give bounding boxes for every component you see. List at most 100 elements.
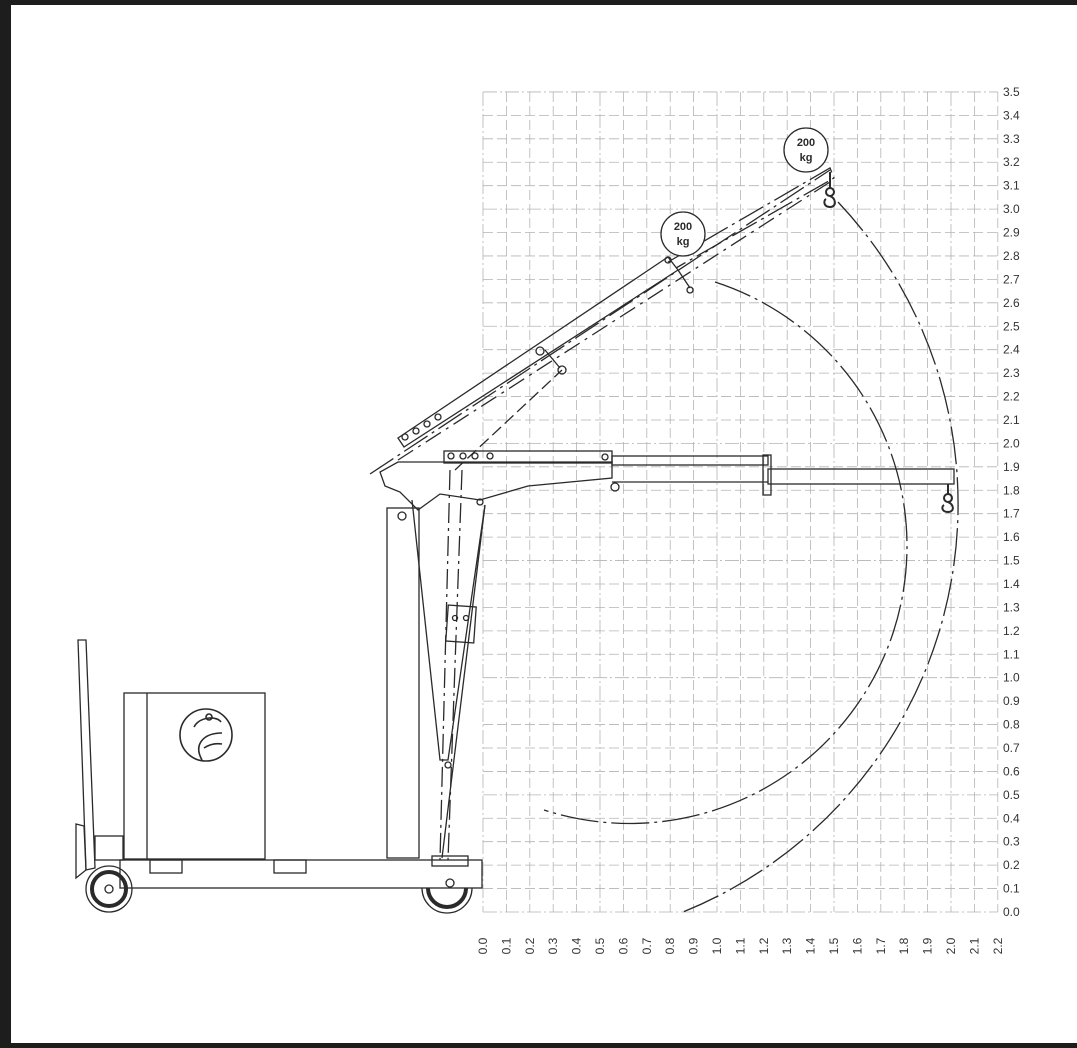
y-tick-label: 0.0 bbox=[1003, 905, 1020, 919]
y-tick-label: 0.5 bbox=[1003, 788, 1020, 802]
drawing-sheet: 0.0 0.1 0.2 0.3 0.4 0.5 0.6 0.7 0.8 0.9 1.0 1.1 1.2 1… bbox=[11, 5, 1077, 1043]
crane-reach-diagram: 0.0 0.1 0.2 0.3 0.4 0.5 0.6 0.7 0.8 0.9 1.0 1.1 1.2 1… bbox=[75, 85, 1020, 954]
x-tick-label: 0.6 bbox=[616, 937, 630, 954]
load-value: 200 bbox=[797, 137, 815, 149]
y-tick-label: 3.0 bbox=[1003, 202, 1020, 216]
y-tick-label: 1.4 bbox=[1003, 577, 1020, 591]
boom-horizontal-pin bbox=[610, 482, 620, 492]
hook-raised-icon bbox=[823, 172, 836, 209]
x-tick-label: 1.6 bbox=[850, 937, 864, 954]
mast-pivot bbox=[397, 511, 407, 521]
x-tick-label: 1.8 bbox=[897, 937, 911, 954]
y-tick-label: 0.6 bbox=[1003, 764, 1020, 778]
y-tick-label: 2.4 bbox=[1003, 343, 1020, 357]
boom-horizontal-pin bbox=[476, 498, 484, 506]
boom-raised-dashline bbox=[369, 169, 831, 475]
y-tick-label: 0.1 bbox=[1003, 882, 1020, 896]
mast-column bbox=[386, 507, 420, 859]
boom-horizontal-body bbox=[379, 461, 613, 511]
x-tick-label: 1.2 bbox=[757, 937, 771, 954]
y-tick-label: 0.2 bbox=[1003, 858, 1020, 872]
y-tick-label: 2.8 bbox=[1003, 249, 1020, 263]
chassis-pad bbox=[149, 859, 183, 874]
handle-bracket bbox=[75, 823, 87, 880]
x-tick-label: 1.1 bbox=[733, 937, 747, 954]
x-tick-label: 0.3 bbox=[546, 937, 560, 954]
x-tick-label: 0.8 bbox=[663, 937, 677, 954]
boom-horizontal-clamp bbox=[762, 454, 772, 496]
y-tick-label: 0.7 bbox=[1003, 741, 1020, 755]
x-tick-label: 1.5 bbox=[827, 937, 841, 954]
boom-raised-pin bbox=[434, 413, 442, 421]
rear-wheel-icon bbox=[85, 865, 133, 913]
y-tick-label: 3.2 bbox=[1003, 155, 1020, 169]
front-wheel-icon bbox=[421, 878, 473, 914]
y-tick-label: 2.5 bbox=[1003, 319, 1020, 333]
lift-cylinder-body bbox=[411, 499, 486, 761]
x-tick-label: 0.2 bbox=[523, 937, 537, 954]
y-tick-label: 0.4 bbox=[1003, 811, 1020, 825]
boom-raised-pin bbox=[535, 346, 545, 356]
mast-brace bbox=[441, 504, 486, 859]
boom-raised-dashline-lower bbox=[397, 181, 831, 461]
boom-horizontal-pin bbox=[471, 452, 479, 460]
x-tick-label: 2.0 bbox=[944, 937, 958, 954]
crane-chassis bbox=[75, 639, 483, 889]
boom-raised-extension bbox=[667, 167, 835, 269]
y-tick-label: 1.9 bbox=[1003, 460, 1020, 474]
boom-raised-pin bbox=[557, 365, 567, 375]
boom-raised-pin bbox=[401, 433, 409, 441]
x-tick-label: 1.0 bbox=[710, 937, 724, 954]
y-tick-label: 1.3 bbox=[1003, 600, 1020, 614]
y-tick-label: 0.3 bbox=[1003, 835, 1020, 849]
y-axis-tick-labels: 0.00.10.20.30.40.50.60.70.80.91.01.11.21… bbox=[1003, 85, 1020, 919]
load-unit: kg bbox=[800, 152, 813, 164]
x-tick-label: 0.5 bbox=[593, 937, 607, 954]
reach-grid bbox=[482, 91, 999, 913]
x-tick-label: 1.7 bbox=[874, 937, 888, 954]
y-tick-label: 1.8 bbox=[1003, 483, 1020, 497]
chassis-pad bbox=[273, 859, 307, 874]
x-tick-label: 0.7 bbox=[640, 937, 654, 954]
y-tick-label: 2.7 bbox=[1003, 272, 1020, 286]
load-tag-retracted: 200 kg bbox=[660, 211, 706, 257]
x-tick-label: 0.1 bbox=[499, 937, 513, 954]
boom-raised bbox=[369, 167, 835, 475]
reach-arc-retracted bbox=[543, 281, 908, 825]
y-tick-label: 3.3 bbox=[1003, 132, 1020, 146]
y-tick-label: 1.6 bbox=[1003, 530, 1020, 544]
x-tick-label: 1.4 bbox=[804, 937, 818, 954]
x-tick-label: 2.2 bbox=[991, 937, 1005, 954]
x-tick-label: 0.4 bbox=[570, 937, 584, 954]
y-tick-label: 3.5 bbox=[1003, 85, 1020, 99]
y-tick-label: 2.6 bbox=[1003, 296, 1020, 310]
y-tick-label: 2.0 bbox=[1003, 436, 1020, 450]
x-tick-label: 1.3 bbox=[780, 937, 794, 954]
lift-cylinder-pin bbox=[462, 614, 470, 622]
brand-logo-icon bbox=[179, 708, 233, 762]
x-tick-label: 0.0 bbox=[476, 937, 490, 954]
front-wheel-housing bbox=[431, 855, 469, 867]
x-tick-label: 1.9 bbox=[921, 937, 935, 954]
x-tick-label: 0.9 bbox=[687, 937, 701, 954]
hook-horizontal-icon bbox=[941, 484, 954, 514]
y-tick-label: 3.1 bbox=[1003, 179, 1020, 193]
y-tick-label: 0.8 bbox=[1003, 718, 1020, 732]
y-tick-label: 2.2 bbox=[1003, 390, 1020, 404]
lift-cylinder-pin bbox=[451, 614, 459, 622]
handle-bar bbox=[77, 639, 96, 871]
boom-horizontal-pin bbox=[486, 452, 494, 460]
x-axis-tick-labels: 0.0 0.1 0.2 0.3 0.4 0.5 0.6 0.7 0.8 0.9 1.0 1.1 1.2 1… bbox=[476, 937, 1005, 954]
boom-horizontal bbox=[379, 450, 955, 511]
lift-cylinder-pin bbox=[444, 761, 452, 769]
reach-arc-extended bbox=[682, 201, 959, 913]
chassis-beam bbox=[119, 859, 483, 889]
boom-horizontal-pin bbox=[459, 452, 467, 460]
x-tick-label: 2.1 bbox=[967, 937, 981, 954]
boom-horizontal-extension bbox=[611, 455, 769, 466]
boom-horizontal-pin bbox=[601, 453, 609, 461]
lift-cylinder-rod bbox=[447, 469, 463, 861]
boom-raised-pin bbox=[423, 420, 431, 428]
boom-horizontal-pin bbox=[447, 452, 455, 460]
